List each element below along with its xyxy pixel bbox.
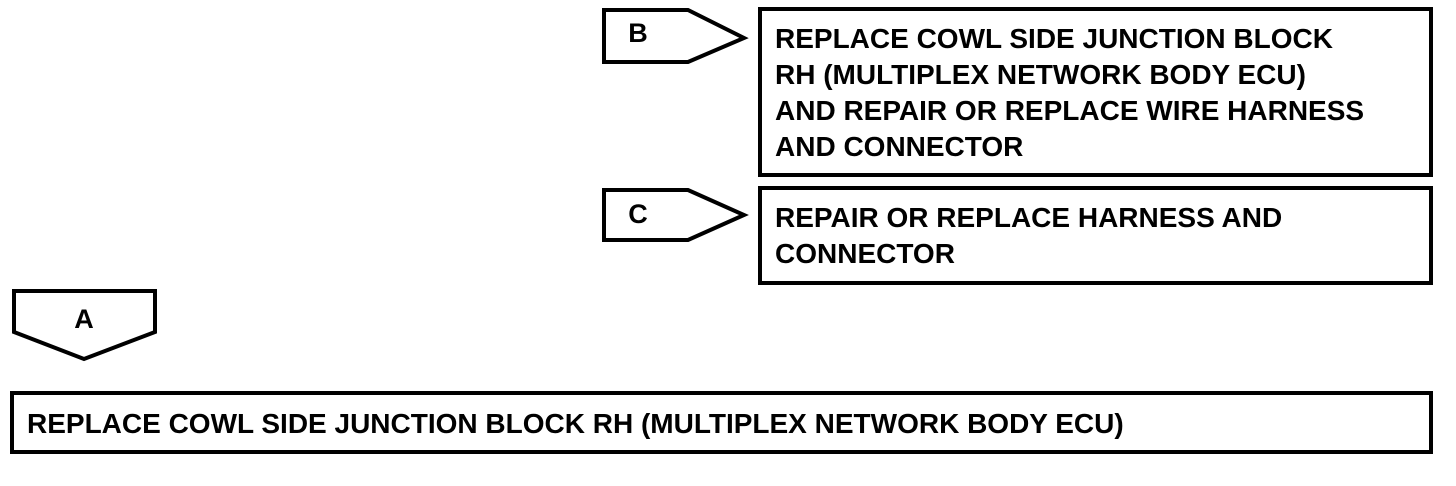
branch-c-result-text: REPAIR OR REPLACE HARNESS AND CONNECTOR xyxy=(775,202,1283,269)
branch-b-result-text: REPLACE COWL SIDE JUNCTION BLOCK RH (MUL… xyxy=(775,23,1365,162)
branch-c-result-box: REPAIR OR REPLACE HARNESS AND CONNECTOR xyxy=(758,186,1433,285)
branch-a-arrow xyxy=(12,289,157,362)
branch-a-label: A xyxy=(74,304,94,334)
branch-a-result-text: REPLACE COWL SIDE JUNCTION BLOCK RH (MUL… xyxy=(27,408,1124,439)
branch-b-arrow xyxy=(602,8,749,64)
branch-c-arrow xyxy=(602,188,749,242)
branch-b-result-box: REPLACE COWL SIDE JUNCTION BLOCK RH (MUL… xyxy=(758,7,1433,177)
branch-b-label: B xyxy=(628,18,648,48)
branch-c-label: C xyxy=(628,199,648,229)
branch-a-result-box: REPLACE COWL SIDE JUNCTION BLOCK RH (MUL… xyxy=(10,391,1433,454)
